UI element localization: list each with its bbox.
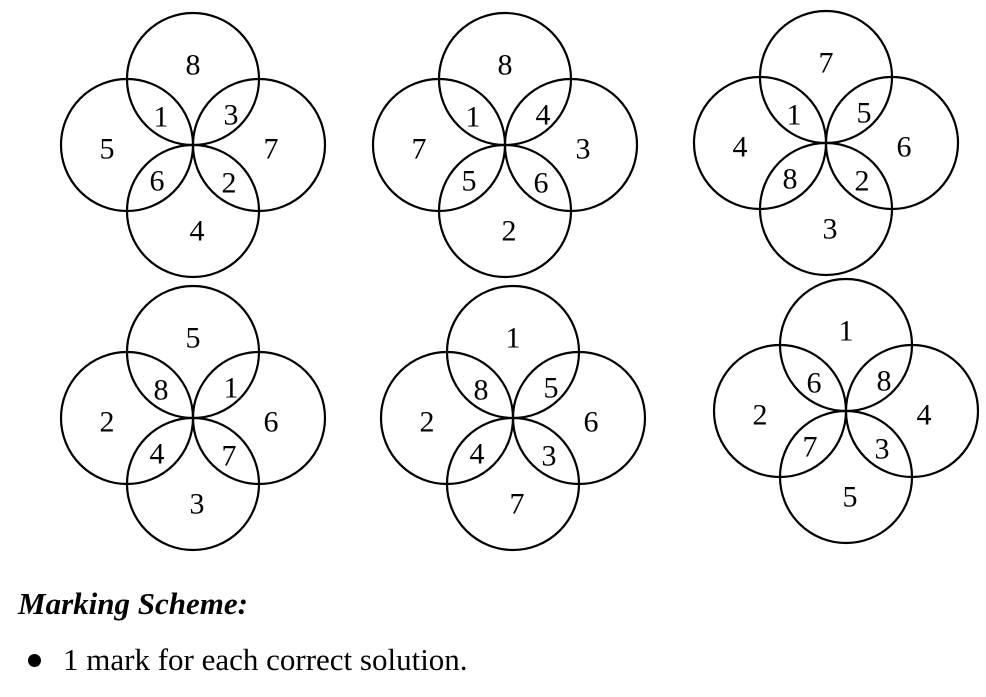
bullet-icon: [28, 653, 41, 667]
circle-left: [371, 77, 507, 213]
region-label-top: 8: [498, 49, 513, 82]
venn-puzzle-6: 1 2 4 5 6 8 7 3: [712, 277, 980, 545]
marking-scheme-title: Marking Scheme:: [18, 586, 248, 621]
region-label-bottom-right: 7: [222, 440, 237, 473]
circle-left: [692, 75, 828, 211]
region-label-bottom-right: 6: [534, 167, 549, 200]
circle-right: [824, 75, 960, 211]
venn-puzzle-4: 5 2 6 3 8 1 4 7: [59, 284, 327, 552]
region-label-bottom-right: 3: [542, 440, 557, 473]
region-label-bottom: 7: [510, 488, 525, 521]
region-label-bottom-left: 4: [470, 438, 485, 471]
marking-scheme-item: 1 mark for each correct solution.: [18, 642, 468, 678]
circle-bottom: [445, 416, 581, 552]
region-label-right: 6: [584, 406, 599, 439]
venn-puzzle-5: 1 2 6 7 8 5 4 3: [379, 284, 647, 552]
circle-right: [503, 77, 639, 213]
region-label-bottom: 4: [190, 215, 205, 248]
venn-puzzle-1: 8 5 7 4 1 3 6 2: [59, 11, 327, 279]
region-label-left: 2: [100, 406, 115, 439]
region-label-bottom-left: 8: [783, 163, 798, 196]
region-label-top: 1: [506, 322, 521, 355]
region-label-bottom: 5: [843, 481, 858, 514]
circle-bottom: [125, 416, 261, 552]
circle-right: [844, 343, 980, 479]
circle-bottom: [437, 143, 573, 279]
circle-bottom: [778, 409, 914, 545]
region-label-bottom-left: 6: [150, 165, 165, 198]
region-label-left: 2: [420, 406, 435, 439]
circle-left: [379, 350, 515, 486]
region-label-right: 6: [897, 131, 912, 164]
region-label-top-right: 4: [536, 99, 551, 132]
region-label-right: 7: [264, 133, 279, 166]
region-label-top-left: 1: [787, 99, 802, 132]
region-label-right: 4: [917, 399, 932, 432]
region-label-left: 5: [100, 133, 115, 166]
region-label-left: 7: [412, 133, 427, 166]
region-label-top-right: 1: [224, 372, 239, 405]
region-label-bottom-left: 7: [803, 431, 818, 464]
circle-right: [191, 350, 327, 486]
circle-bottom: [125, 143, 261, 279]
region-label-top: 1: [839, 315, 854, 348]
region-label-left: 4: [733, 131, 748, 164]
circle-left: [59, 77, 195, 213]
region-label-top-left: 1: [466, 101, 481, 134]
circle-left: [712, 343, 848, 479]
region-label-top-right: 8: [877, 365, 892, 398]
region-label-top: 8: [186, 49, 201, 82]
region-label-bottom: 3: [190, 488, 205, 521]
region-label-bottom: 3: [823, 213, 838, 246]
region-label-bottom-right: 2: [855, 165, 870, 198]
region-label-bottom: 2: [502, 215, 517, 248]
circle-bottom: [758, 141, 894, 277]
circle-right: [511, 350, 647, 486]
venn-puzzle-2: 8 7 3 2 1 4 5 6: [371, 11, 639, 279]
circle-left: [59, 350, 195, 486]
region-label-left: 2: [753, 399, 768, 432]
region-label-bottom-right: 2: [222, 167, 237, 200]
region-label-right: 6: [264, 406, 279, 439]
region-label-top-right: 5: [544, 372, 559, 405]
marking-scheme-item-text: 1 mark for each correct solution.: [63, 642, 468, 677]
region-label-top: 7: [819, 47, 834, 80]
region-label-bottom-left: 4: [150, 438, 165, 471]
region-label-bottom-left: 5: [462, 165, 477, 198]
region-label-top-left: 8: [474, 374, 489, 407]
circle-right: [191, 77, 327, 213]
venn-puzzle-3: 7 4 6 3 1 5 8 2: [692, 9, 960, 277]
region-label-top: 5: [186, 322, 201, 355]
region-label-top-left: 1: [154, 101, 169, 134]
region-label-top-left: 6: [807, 367, 822, 400]
region-label-top-right: 5: [857, 97, 872, 130]
region-label-top-right: 3: [224, 99, 239, 132]
region-label-top-left: 8: [154, 374, 169, 407]
region-label-right: 3: [576, 133, 591, 166]
region-label-bottom-right: 3: [875, 433, 890, 466]
